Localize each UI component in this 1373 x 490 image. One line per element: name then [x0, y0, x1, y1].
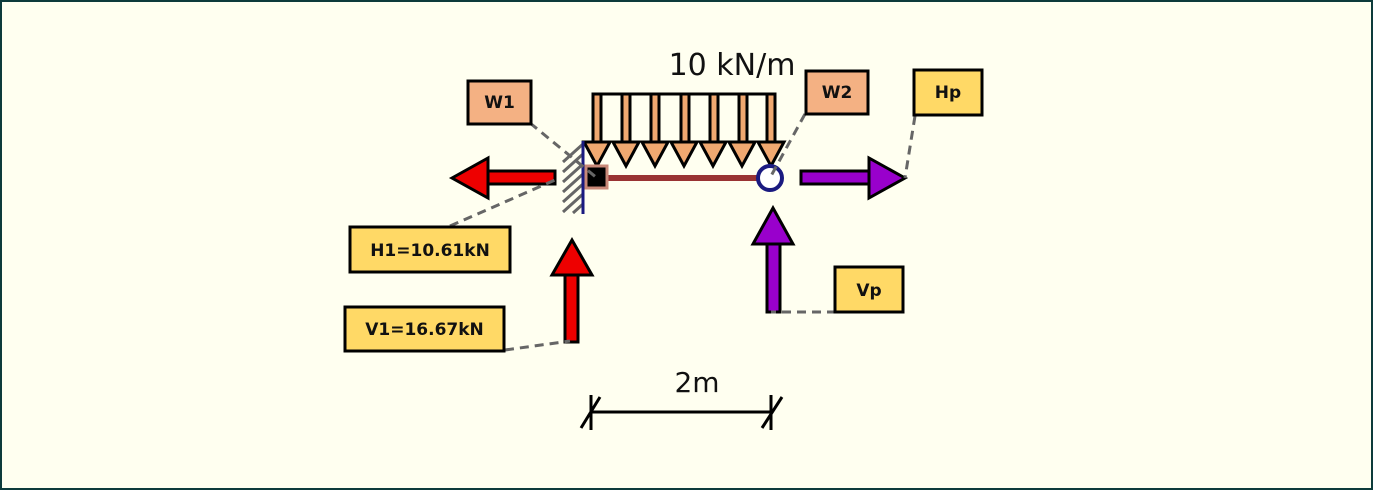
h1-reaction-arrow [448, 155, 557, 201]
hp-label-box: Hp [912, 68, 984, 117]
w1-label-box: W1 [466, 79, 533, 126]
vp-label: Vp [856, 281, 881, 301]
h1-leader [449, 178, 556, 228]
load-arrow-shaft [620, 92, 632, 144]
load-arrow-shaft [765, 92, 777, 144]
fixed-wall-hatch [561, 142, 585, 215]
distributed-load [581, 92, 787, 170]
load-arrow-head [639, 140, 671, 170]
load-label: 10 kN/m [669, 48, 796, 83]
dimension-slash-left [579, 396, 602, 429]
load-arrow-shaft [679, 92, 691, 144]
v1-leader [504, 339, 571, 352]
load-arrow-shaft [708, 92, 720, 144]
w2-leader [769, 113, 807, 177]
load-arrow-head [755, 140, 787, 170]
load-arrow-shaft [737, 92, 749, 144]
vp-reaction-arrow [750, 204, 796, 314]
load-arrow-shaft [649, 92, 661, 144]
fixed-joint-node [584, 164, 609, 190]
hp-reaction-arrow [799, 155, 909, 201]
w1-label: W1 [484, 93, 515, 113]
w2-label-box: W2 [804, 69, 870, 116]
hp-leader [903, 115, 917, 179]
h1-label-box: H1=10.61kN [348, 225, 512, 274]
hp-label: Hp [935, 83, 961, 103]
v1-label: V1=16.67kN [365, 320, 484, 340]
span-label: 2m [674, 366, 719, 399]
h1-label: H1=10.61kN [370, 241, 490, 261]
v1-label-box: V1=16.67kN [343, 305, 506, 353]
dimension-slash-right [760, 396, 784, 429]
load-arrow-shaft [591, 92, 603, 144]
leader-lines [449, 113, 917, 352]
load-arrows [581, 92, 787, 170]
load-arrow-head [726, 140, 758, 170]
w2-label: W2 [822, 83, 853, 103]
span-dimension [579, 395, 784, 430]
vp-label-box: Vp [833, 265, 905, 314]
pin-joint-node [756, 164, 784, 192]
load-arrow-head [697, 140, 729, 170]
load-arrow-head [668, 140, 700, 170]
load-arrow-head [581, 140, 613, 170]
load-arrow-head [610, 140, 642, 170]
v1-reaction-arrow [549, 236, 595, 344]
